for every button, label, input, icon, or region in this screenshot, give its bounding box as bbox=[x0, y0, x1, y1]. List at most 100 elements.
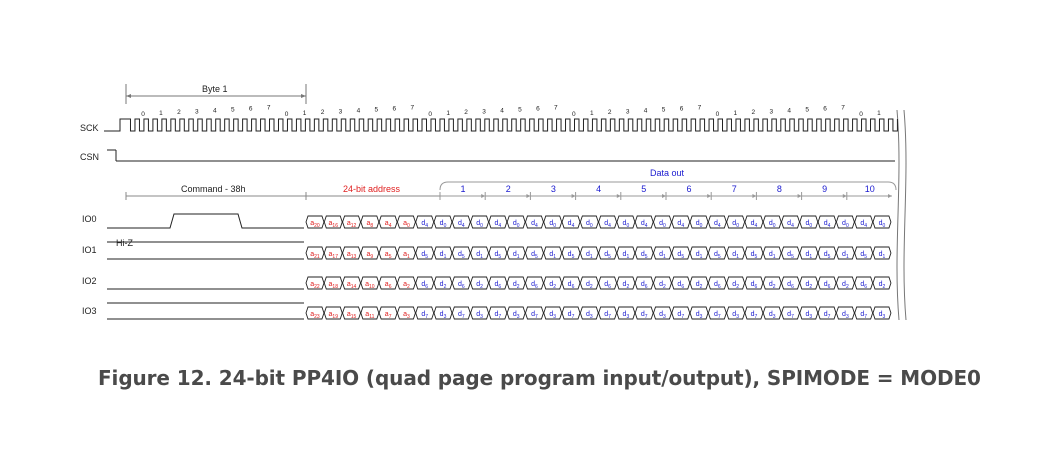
bus-cell-label: d6 bbox=[604, 281, 611, 290]
sck-bit-label: 3 bbox=[339, 108, 343, 115]
sck-bit-label: 2 bbox=[608, 109, 612, 116]
bus-cell-label: d2 bbox=[805, 281, 812, 290]
bus-cell-label: a2 bbox=[403, 281, 410, 290]
bus-cell-label: d1 bbox=[476, 251, 483, 260]
bus-cell-label: d5 bbox=[568, 251, 575, 260]
bus-cell-label: d1 bbox=[769, 251, 776, 260]
bus-cell-label: d3 bbox=[879, 311, 886, 320]
bus-cell-label: d1 bbox=[805, 251, 812, 260]
sck-bit-label: 5 bbox=[662, 107, 666, 114]
bus-cell-label: a8 bbox=[366, 220, 373, 229]
bus-cell-label: d3 bbox=[476, 311, 483, 320]
bus-cell bbox=[872, 306, 892, 320]
bus-cell-label: d4 bbox=[568, 220, 575, 229]
sck-bit-label: 6 bbox=[249, 106, 253, 113]
bus-cell-label: d4 bbox=[677, 220, 684, 229]
bus-cell-label: d3 bbox=[549, 311, 556, 320]
bus-cell-label: a19 bbox=[329, 311, 339, 320]
bus-cell-label: d6 bbox=[714, 281, 721, 290]
signal-label-io1: IO1 bbox=[82, 245, 97, 255]
bus-cell-label: d0 bbox=[732, 220, 739, 229]
data-byte-number: 6 bbox=[686, 184, 691, 194]
sck-bit-label: 1 bbox=[303, 110, 307, 117]
sck-bit-label: 7 bbox=[410, 105, 414, 112]
sck-bit-label: 5 bbox=[518, 107, 522, 114]
bus-cell-label: d2 bbox=[696, 281, 703, 290]
bus-cell-label: d6 bbox=[824, 281, 831, 290]
bus-cell-label: d0 bbox=[659, 220, 666, 229]
bus-cell-label: d7 bbox=[531, 311, 538, 320]
bus-cell-label: d5 bbox=[751, 251, 758, 260]
signal-label-sck: SCK bbox=[80, 123, 99, 133]
bus-cell-label: d4 bbox=[531, 220, 538, 229]
bus-cell-label: d1 bbox=[549, 251, 556, 260]
bus-cell-label: d3 bbox=[842, 311, 849, 320]
bus-cell-label: d2 bbox=[476, 281, 483, 290]
bus-cell-label: a1 bbox=[403, 251, 410, 260]
bus-cell-label: d4 bbox=[641, 220, 648, 229]
io0-command-pulse bbox=[107, 213, 304, 229]
bus-cell-label: d3 bbox=[623, 311, 630, 320]
bus-cell-label: a14 bbox=[347, 281, 357, 290]
sck-bit-label: 0 bbox=[859, 111, 863, 118]
bus-cell-label: d2 bbox=[440, 281, 447, 290]
bus-cell-label: d7 bbox=[568, 311, 575, 320]
bus-cell-label: a15 bbox=[347, 311, 357, 320]
bus-cell-label: a6 bbox=[385, 281, 392, 290]
byte-arrow-right bbox=[301, 94, 306, 98]
bus-cell-label: d3 bbox=[696, 311, 703, 320]
sck-bit-label: 2 bbox=[751, 109, 755, 116]
bus-cell-label: d5 bbox=[421, 251, 428, 260]
data-byte-number: 8 bbox=[777, 184, 782, 194]
sck-bit-label: 6 bbox=[823, 106, 827, 113]
bus-cell-label: d7 bbox=[641, 311, 648, 320]
sck-bit-label: 2 bbox=[464, 109, 468, 116]
bus-cell-label: d7 bbox=[421, 311, 428, 320]
bus-cell-label: d2 bbox=[842, 281, 849, 290]
bus-cell-label: d0 bbox=[513, 220, 520, 229]
bus-cell-label: d4 bbox=[604, 220, 611, 229]
bus-cell-label: a16 bbox=[329, 220, 339, 229]
bus-cell-label: d5 bbox=[458, 251, 465, 260]
sck-bit-label: 6 bbox=[680, 106, 684, 113]
sck-bit-label: 3 bbox=[195, 108, 199, 115]
data-byte-number: 3 bbox=[551, 184, 556, 194]
data-byte-number: 5 bbox=[641, 184, 646, 194]
bus-cell-label: d1 bbox=[732, 251, 739, 260]
bus-cell-label: a7 bbox=[385, 311, 392, 320]
bus-cell-label: a10 bbox=[365, 281, 375, 290]
figure-caption: Figure 12. 24-bit PP4IO (quad page progr… bbox=[98, 366, 981, 390]
bus-cell-label: a3 bbox=[403, 311, 410, 320]
bus-cell-label: d5 bbox=[787, 251, 794, 260]
sck-bit-label: 6 bbox=[392, 106, 396, 113]
data-byte-number: 2 bbox=[506, 184, 511, 194]
byte-arrow-left bbox=[126, 94, 131, 98]
bus-cell-label: d0 bbox=[879, 220, 886, 229]
bus-cell-label: d7 bbox=[860, 311, 867, 320]
bus-cell-label: d5 bbox=[495, 251, 502, 260]
bus-cell-label: d4 bbox=[495, 220, 502, 229]
bus-cell-label: d7 bbox=[824, 311, 831, 320]
bus-cell-label: d4 bbox=[458, 220, 465, 229]
bus-cell-label: d4 bbox=[751, 220, 758, 229]
bus-cell-label: d3 bbox=[732, 311, 739, 320]
sck-bit-label: 2 bbox=[177, 109, 181, 116]
data-byte-number: 1 bbox=[460, 184, 465, 194]
bus-cell bbox=[872, 215, 892, 229]
sck-bit-label: 7 bbox=[267, 105, 271, 112]
sck-bit-label: 0 bbox=[285, 111, 289, 118]
sck-bit-label: 7 bbox=[554, 105, 558, 112]
sck-bit-label: 1 bbox=[446, 110, 450, 117]
data-byte-number: 9 bbox=[822, 184, 827, 194]
sck-bit-label: 4 bbox=[787, 107, 791, 114]
bus-cell-label: d2 bbox=[769, 281, 776, 290]
bus-cell-label: d7 bbox=[787, 311, 794, 320]
bus-cell-label: d7 bbox=[751, 311, 758, 320]
bus-cell-label: d6 bbox=[641, 281, 648, 290]
bus-cell-label: d2 bbox=[549, 281, 556, 290]
sck-bit-label: 0 bbox=[141, 111, 145, 118]
bus-cell-label: a23 bbox=[310, 311, 320, 320]
bus-cell-label: d2 bbox=[732, 281, 739, 290]
